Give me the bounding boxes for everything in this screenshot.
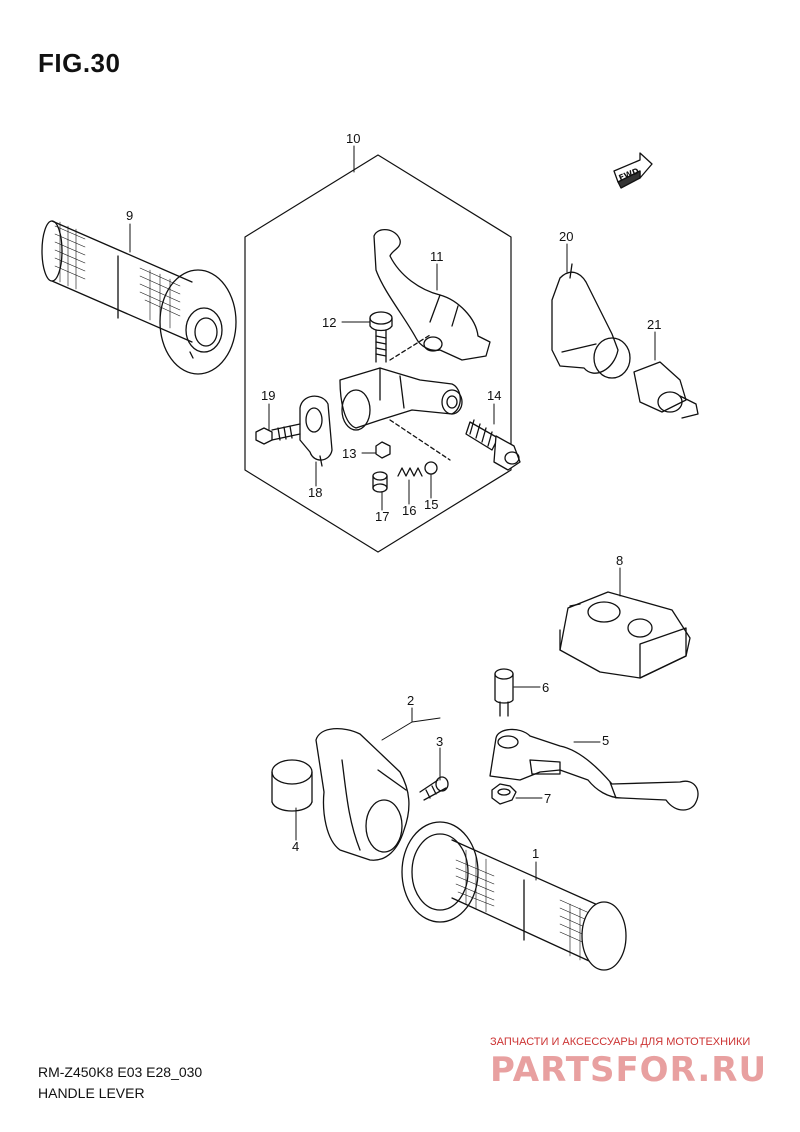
- lever-11: [373, 229, 491, 361]
- model-code: RM-Z450K8 E03 E28_030: [38, 1064, 203, 1080]
- callout-3: 3: [436, 734, 443, 749]
- lever-bracket: [339, 334, 463, 461]
- fwd-arrow-icon: [613, 152, 653, 189]
- cover-8: [559, 591, 691, 679]
- clamp-18: [299, 395, 333, 467]
- screw-3: [419, 776, 449, 801]
- throttle-grip-1: [401, 821, 627, 971]
- callout-18: 18: [308, 485, 322, 500]
- callout-12: 12: [322, 315, 336, 330]
- callout-2: 2: [407, 693, 414, 708]
- callout-5: 5: [602, 733, 609, 748]
- callout-21: 21: [647, 317, 661, 332]
- spring-16: [397, 467, 423, 477]
- callout-6: 6: [542, 680, 549, 695]
- callout-4: 4: [292, 839, 299, 854]
- callout-9: 9: [126, 208, 133, 223]
- bolt-12: [369, 311, 393, 363]
- bolt-19: [255, 423, 301, 445]
- callout-11: 11: [430, 249, 444, 264]
- assembly-outline-10: [244, 154, 512, 553]
- callout-20: 20: [559, 229, 573, 244]
- nut-7: [491, 783, 517, 805]
- sleeve-4: [271, 759, 313, 812]
- ball-15: [424, 461, 438, 475]
- leader-lines: [129, 145, 656, 881]
- watermark-logo: PARTSFOR.RU: [490, 1050, 768, 1090]
- figure-subtitle: HANDLE LEVER: [38, 1085, 145, 1101]
- nut-13: [375, 441, 391, 459]
- lever-5: [489, 728, 699, 811]
- bolt-6: [494, 668, 514, 717]
- callout-16: 16: [402, 503, 416, 518]
- callout-8: 8: [616, 553, 623, 568]
- adjuster-21: [633, 361, 699, 419]
- figure-title: FIG.30: [38, 48, 121, 78]
- callout-17: 17: [375, 509, 389, 524]
- pin-17: [372, 471, 388, 493]
- watermark-tagline: ЗАПЧАСТИ И АКСЕССУАРЫ ДЛЯ МОТОТЕХНИКИ: [490, 1036, 751, 1048]
- callout-13: 13: [342, 446, 356, 461]
- callout-7: 7: [544, 791, 551, 806]
- throttle-housing-2: [315, 728, 410, 861]
- adjuster-14: [465, 419, 521, 471]
- callout-15: 15: [424, 497, 438, 512]
- callout-1: 1: [532, 846, 539, 861]
- left-grip-9: [41, 220, 237, 375]
- callout-14: 14: [487, 388, 501, 403]
- callout-19: 19: [261, 388, 275, 403]
- callout-10: 10: [346, 131, 360, 146]
- cover-20: [551, 263, 631, 379]
